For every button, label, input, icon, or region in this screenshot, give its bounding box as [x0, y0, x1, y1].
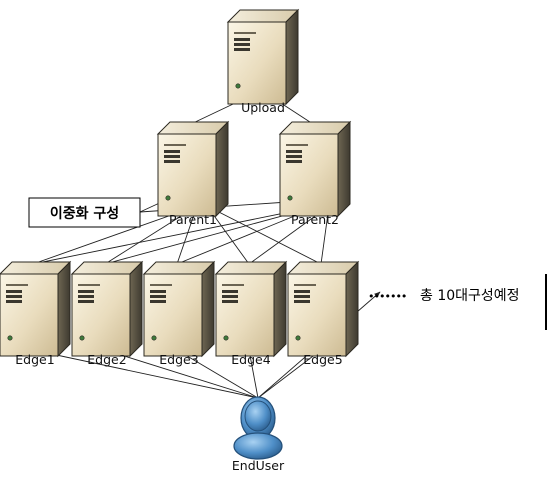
link-user-edge5 [257, 349, 322, 399]
server-label: Edge4 [231, 352, 270, 367]
server-icon [226, 8, 300, 106]
server-parent1: Parent1 [156, 120, 230, 227]
link-edge5-parent1 [206, 205, 322, 265]
server-icon [278, 120, 352, 218]
link-user-edge1 [32, 348, 259, 399]
server-icon [286, 260, 360, 358]
server-icon [70, 260, 144, 358]
server-label: Edge1 [15, 352, 54, 367]
server-edge3: Edge3 [142, 260, 216, 367]
server-edge5: Edge5 [286, 260, 360, 367]
server-parent2: Parent2 [278, 120, 352, 227]
capacity-note: ••••••• 총 10대구성예정 [368, 274, 547, 330]
end-user: EndUser [232, 396, 285, 473]
server-upload: Upload [226, 8, 300, 115]
enduser-label: EndUser [232, 458, 285, 473]
server-icon [156, 120, 230, 218]
server-icon [142, 260, 216, 358]
server-edge2: Edge2 [70, 260, 144, 367]
link-user-edge2 [104, 349, 259, 399]
link-edge1-parent2 [32, 204, 320, 265]
callout-text: 이중화 구성 [50, 205, 119, 222]
note-text: 총 10대구성예정 [420, 288, 520, 304]
note-dots: ••••••• [368, 290, 406, 303]
server-label: Parent2 [291, 212, 339, 227]
server-label: Edge2 [87, 352, 126, 367]
link-user-edge4 [247, 349, 259, 399]
server-icon [0, 260, 72, 358]
server-label: Upload [241, 100, 285, 115]
server-icon [214, 260, 288, 358]
server-label: Edge5 [303, 352, 342, 367]
server-label: Parent1 [169, 212, 217, 227]
note-bracket [545, 274, 547, 330]
link-user-edge3 [176, 349, 259, 399]
server-edge4: Edge4 [214, 260, 288, 367]
user-icon [233, 396, 283, 460]
server-edge1: Edge1 [0, 260, 72, 367]
redundancy-callout: 이중화 구성 [28, 197, 141, 228]
server-label: Edge3 [159, 352, 198, 367]
